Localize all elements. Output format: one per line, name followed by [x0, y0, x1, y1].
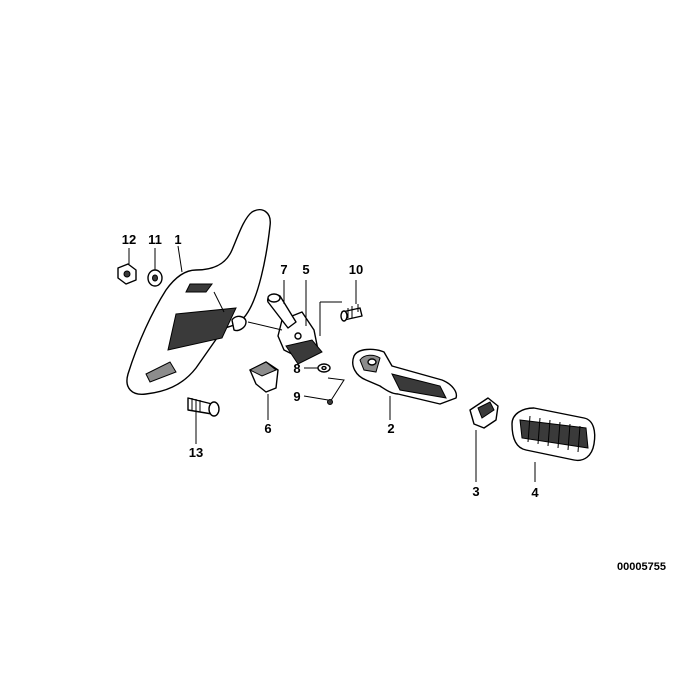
- callout-10: 10: [349, 262, 363, 277]
- callout-9: 9: [293, 389, 300, 404]
- part-4-rubber-cover[interactable]: [511, 407, 596, 462]
- part-2-footrest[interactable]: [352, 348, 458, 405]
- callout-3: 3: [472, 484, 479, 499]
- leader-9: [303, 395, 329, 401]
- callout-5: 5: [302, 262, 309, 277]
- part-10-screw[interactable]: [319, 301, 363, 336]
- callout-4: 4: [531, 485, 539, 500]
- part-6-rubber-stop[interactable]: [248, 361, 279, 393]
- part-9-cotter-pin[interactable]: [327, 377, 345, 405]
- callout-8: 8: [293, 361, 300, 376]
- part-12-nut[interactable]: [117, 263, 137, 285]
- callout-6: 6: [264, 421, 271, 436]
- part-7-pin[interactable]: [267, 293, 297, 329]
- part-3-clip[interactable]: [469, 397, 499, 429]
- leader-1: [177, 245, 183, 273]
- part-8-washer[interactable]: [317, 363, 331, 373]
- callout-13: 13: [189, 445, 203, 460]
- part-11-washer[interactable]: [147, 269, 163, 287]
- callout-2: 2: [387, 421, 394, 436]
- callout-11: 11: [148, 232, 162, 247]
- part-13-bolt[interactable]: [187, 397, 220, 417]
- drawing-reference-number: 00005755: [617, 561, 666, 573]
- part-1-bracket[interactable]: [126, 208, 271, 395]
- callout-1: 1: [174, 232, 181, 247]
- callout-12: 12: [122, 232, 136, 247]
- callout-7: 7: [280, 262, 287, 277]
